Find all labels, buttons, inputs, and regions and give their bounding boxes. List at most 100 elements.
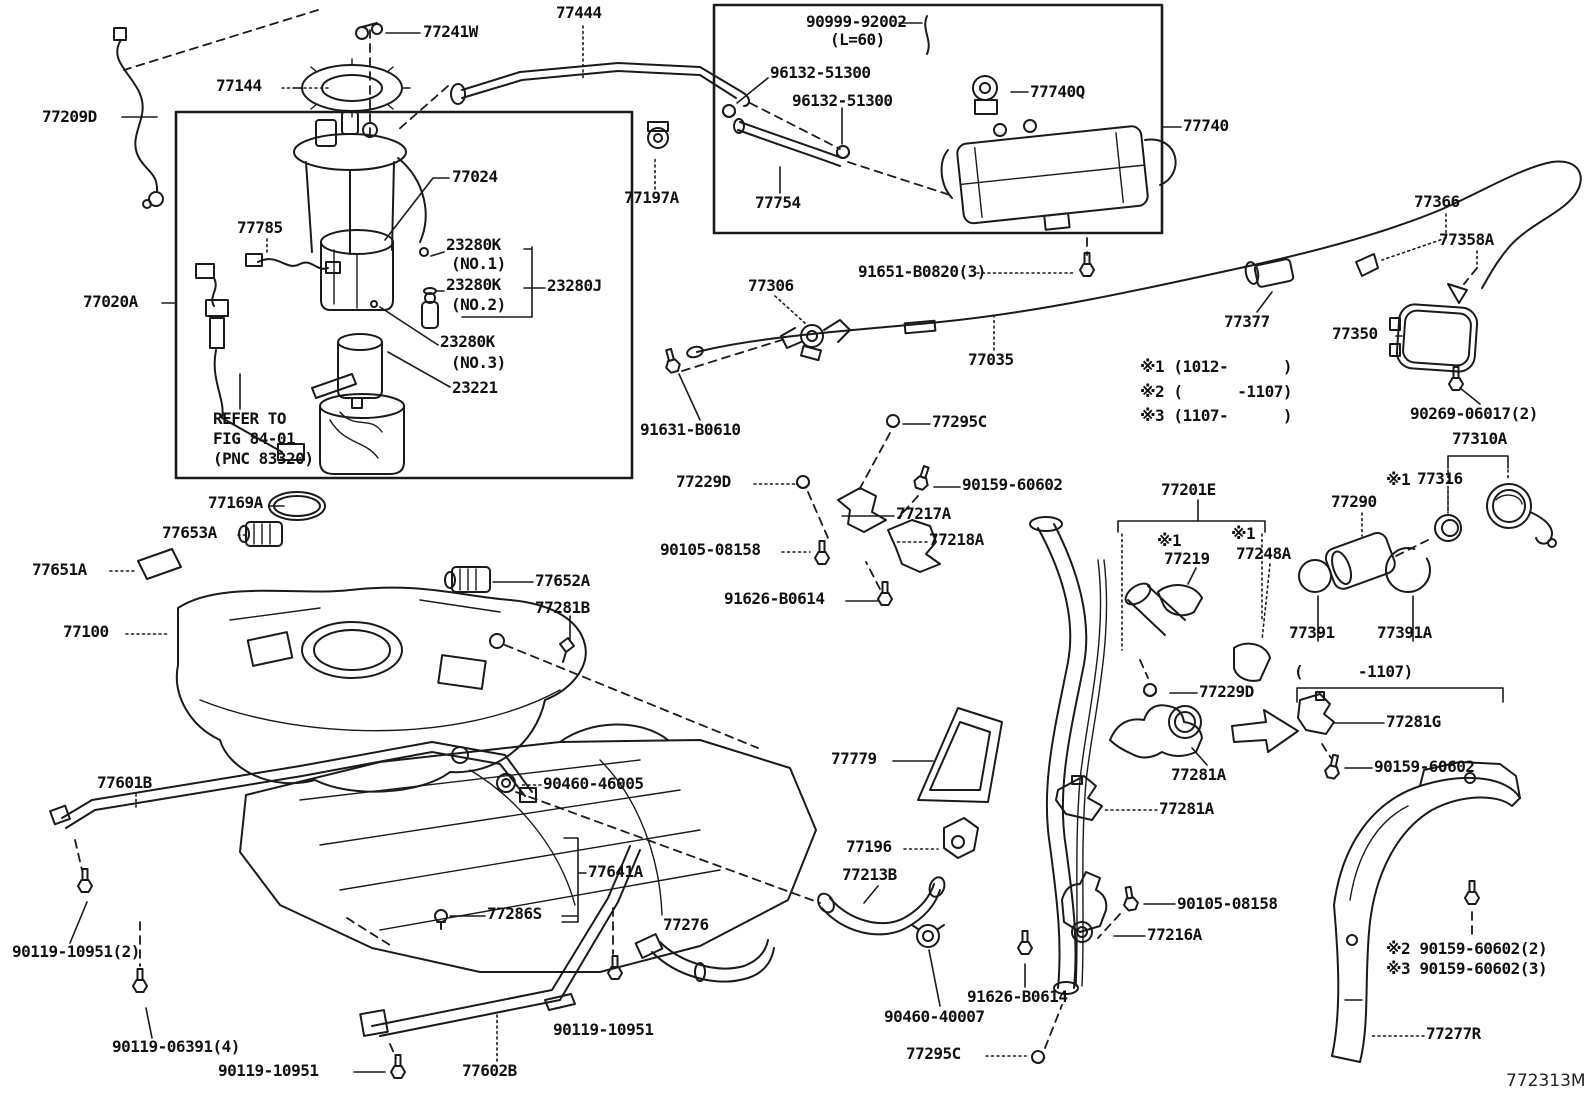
fastener-icons	[77, 252, 1480, 1079]
fuel-hoses	[634, 876, 946, 983]
fuel-lid-shield-parts	[1244, 253, 1479, 373]
part-label: 77229D	[1199, 682, 1254, 701]
part-label: 77652A	[535, 571, 590, 590]
canister-hoses	[722, 15, 930, 167]
part-label: 77358A	[1439, 230, 1494, 249]
fuel-cap-assembly	[1298, 483, 1557, 593]
part-label: ※2 90159-60602(2)	[1386, 939, 1548, 958]
pump-retainer-clip	[355, 22, 383, 40]
part-label: 91626-B0614	[967, 987, 1068, 1006]
part-label: ※3 (1107- )	[1140, 406, 1293, 425]
part-label: 90105-08158	[660, 540, 761, 559]
part-label: 23280J	[547, 276, 602, 295]
pipe-clamp-77196	[943, 817, 979, 859]
part-label: 77651A	[32, 560, 87, 579]
part-label: 90105-08158	[1177, 894, 1278, 913]
part-label: 77391A	[1377, 623, 1432, 642]
part-label: 90159-60602	[962, 475, 1063, 494]
part-label: 77241W	[423, 22, 478, 41]
part-label: 90999-92002	[806, 12, 907, 31]
part-label: ※2 ( -1107)	[1140, 382, 1293, 401]
part-label: 77316	[1417, 469, 1463, 488]
canister-box	[712, 3, 1164, 235]
part-label: 77740Q	[1030, 82, 1085, 101]
part-label: REFER TO	[213, 409, 287, 428]
part-label: 90119-10951(2)	[12, 942, 140, 961]
part-label: 77295C	[932, 412, 987, 431]
drawing-code: 772313M	[1506, 1071, 1586, 1091]
part-label: 77281G	[1386, 712, 1441, 731]
part-label: ※1	[1386, 470, 1411, 489]
pump-module-box	[174, 110, 634, 480]
part-label: 77248A	[1236, 544, 1291, 563]
part-label: 96132-51300	[770, 63, 871, 82]
filler-pipe-protector	[917, 707, 1003, 803]
part-label: 96132-51300	[792, 91, 893, 110]
part-label: 77216A	[1147, 925, 1202, 944]
part-label: 77641A	[588, 862, 643, 881]
tank-band-right	[359, 845, 641, 1037]
part-label: 77601B	[97, 773, 152, 792]
part-label: 77197A	[624, 188, 679, 207]
part-label: (NO.3)	[451, 353, 506, 372]
purge-valve	[972, 75, 998, 115]
fuel-pump-plate-assembly	[293, 111, 427, 475]
part-label: 90119-06391(4)	[112, 1037, 240, 1056]
part-label: 77217A	[896, 504, 951, 523]
fuel-sender-gauge	[195, 263, 305, 461]
part-label: 77286S	[487, 904, 542, 923]
dotted-leaders	[109, 25, 1509, 1062]
part-label: ※1 (1012- )	[1140, 357, 1293, 376]
part-label: ※1	[1231, 524, 1256, 543]
part-label: ※3 90159-60602(3)	[1386, 959, 1548, 978]
part-label: 77229D	[676, 472, 731, 491]
part-label: 77218A	[929, 530, 984, 549]
fuel-filler-pipe	[1029, 516, 1271, 995]
part-label: 77209D	[42, 107, 97, 126]
part-label: 77020A	[83, 292, 138, 311]
part-label: 77281A	[1171, 765, 1226, 784]
hose-clamp-77197A	[647, 121, 669, 149]
direction-arrow	[1231, 709, 1299, 753]
part-label: 77785	[237, 218, 283, 237]
part-label: 77281B	[535, 598, 590, 617]
part-label: 90119-10951	[218, 1061, 319, 1080]
part-label: 23280K	[446, 275, 501, 294]
part-label: 77144	[216, 76, 262, 95]
part-label: 77444	[556, 3, 602, 22]
part-label: 77100	[63, 622, 109, 641]
part-label: 77391	[1289, 623, 1335, 642]
part-label: ( -1107)	[1294, 662, 1413, 681]
part-label: 90269-06017(2)	[1410, 404, 1538, 423]
part-label: 77276	[663, 915, 709, 934]
part-label: 23280K	[446, 235, 501, 254]
part-label: ※1	[1157, 531, 1182, 550]
leader-lines	[69, 22, 1509, 1073]
part-label: 77740	[1183, 116, 1229, 135]
part-label: 77035	[968, 350, 1014, 369]
part-label: 23221	[452, 378, 498, 397]
part-label: 77281A	[1159, 799, 1214, 818]
small-valve-parts	[370, 247, 439, 329]
pump-harness	[245, 253, 341, 274]
part-label: 90159-60602	[1374, 757, 1475, 776]
tank-band-left	[49, 741, 537, 829]
part-label: 77219	[1164, 549, 1210, 568]
fuel-lid-lock	[780, 319, 851, 362]
part-label: (NO.2)	[451, 295, 506, 314]
part-label: 77024	[452, 167, 498, 186]
part-label: 77779	[831, 749, 877, 768]
part-label: 77201E	[1161, 480, 1216, 499]
dashed-lines	[74, 9, 1478, 1059]
part-label: 77366	[1414, 192, 1460, 211]
tank-protectors	[137, 521, 575, 663]
part-label: 77213B	[842, 865, 897, 884]
part-label: FIG 84-01	[213, 429, 296, 448]
filler-pipe-shield	[1331, 761, 1521, 1063]
part-label: 77295C	[906, 1044, 961, 1063]
part-label: 90119-10951	[553, 1020, 654, 1039]
part-label: 77277R	[1426, 1024, 1481, 1043]
part-label: 77377	[1224, 312, 1270, 331]
